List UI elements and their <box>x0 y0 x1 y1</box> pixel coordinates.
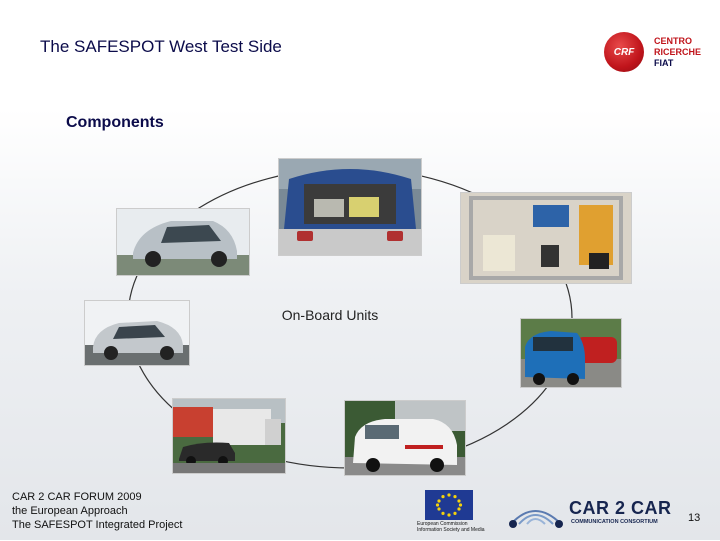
crf-logo: CRF CENTRO RICERCHE FIAT <box>600 30 710 76</box>
eu-stars-icon <box>435 493 463 517</box>
eu-line-1: European Commission <box>417 521 468 527</box>
car2car-logo: CAR 2 CAR COMMUNICATION CONSORTIUM <box>505 496 675 530</box>
eu-line-2: Information Society and Media <box>417 527 485 533</box>
crf-logo-mark: CRF <box>604 32 644 72</box>
photo-silver-sedan <box>84 300 190 366</box>
photo-truck-and-car <box>172 398 286 474</box>
slide-title: The SAFESPOT West Test Side <box>40 37 282 56</box>
photo-test-rig <box>460 192 632 284</box>
page-number: 13 <box>688 512 701 524</box>
center-label: On-Board Units <box>281 307 379 323</box>
crf-logo-text: CENTRO RICERCHE FIAT <box>654 36 702 68</box>
eu-logo: European Commission Information Society … <box>413 490 485 536</box>
photo-silver-minivan <box>116 208 250 276</box>
car2car-tagline: COMMUNICATION CONSORTIUM <box>571 519 658 525</box>
photo-trunk-equipment <box>278 158 422 256</box>
footer-line-3: The SAFESPOT Integrated Project <box>12 519 183 531</box>
photo-white-van <box>344 400 466 476</box>
footer-line-2: the European Approach <box>12 505 128 517</box>
footer-line-1: CAR 2 CAR FORUM 2009 <box>12 491 142 503</box>
car2car-wordmark: CAR 2 CAR <box>569 498 672 518</box>
footer-text: CAR 2 CAR FORUM 2009 the European Approa… <box>12 490 182 532</box>
car2car-waves-icon <box>509 510 563 528</box>
slide-subtitle: Components <box>66 114 164 131</box>
photo-parked-cars <box>520 318 622 388</box>
